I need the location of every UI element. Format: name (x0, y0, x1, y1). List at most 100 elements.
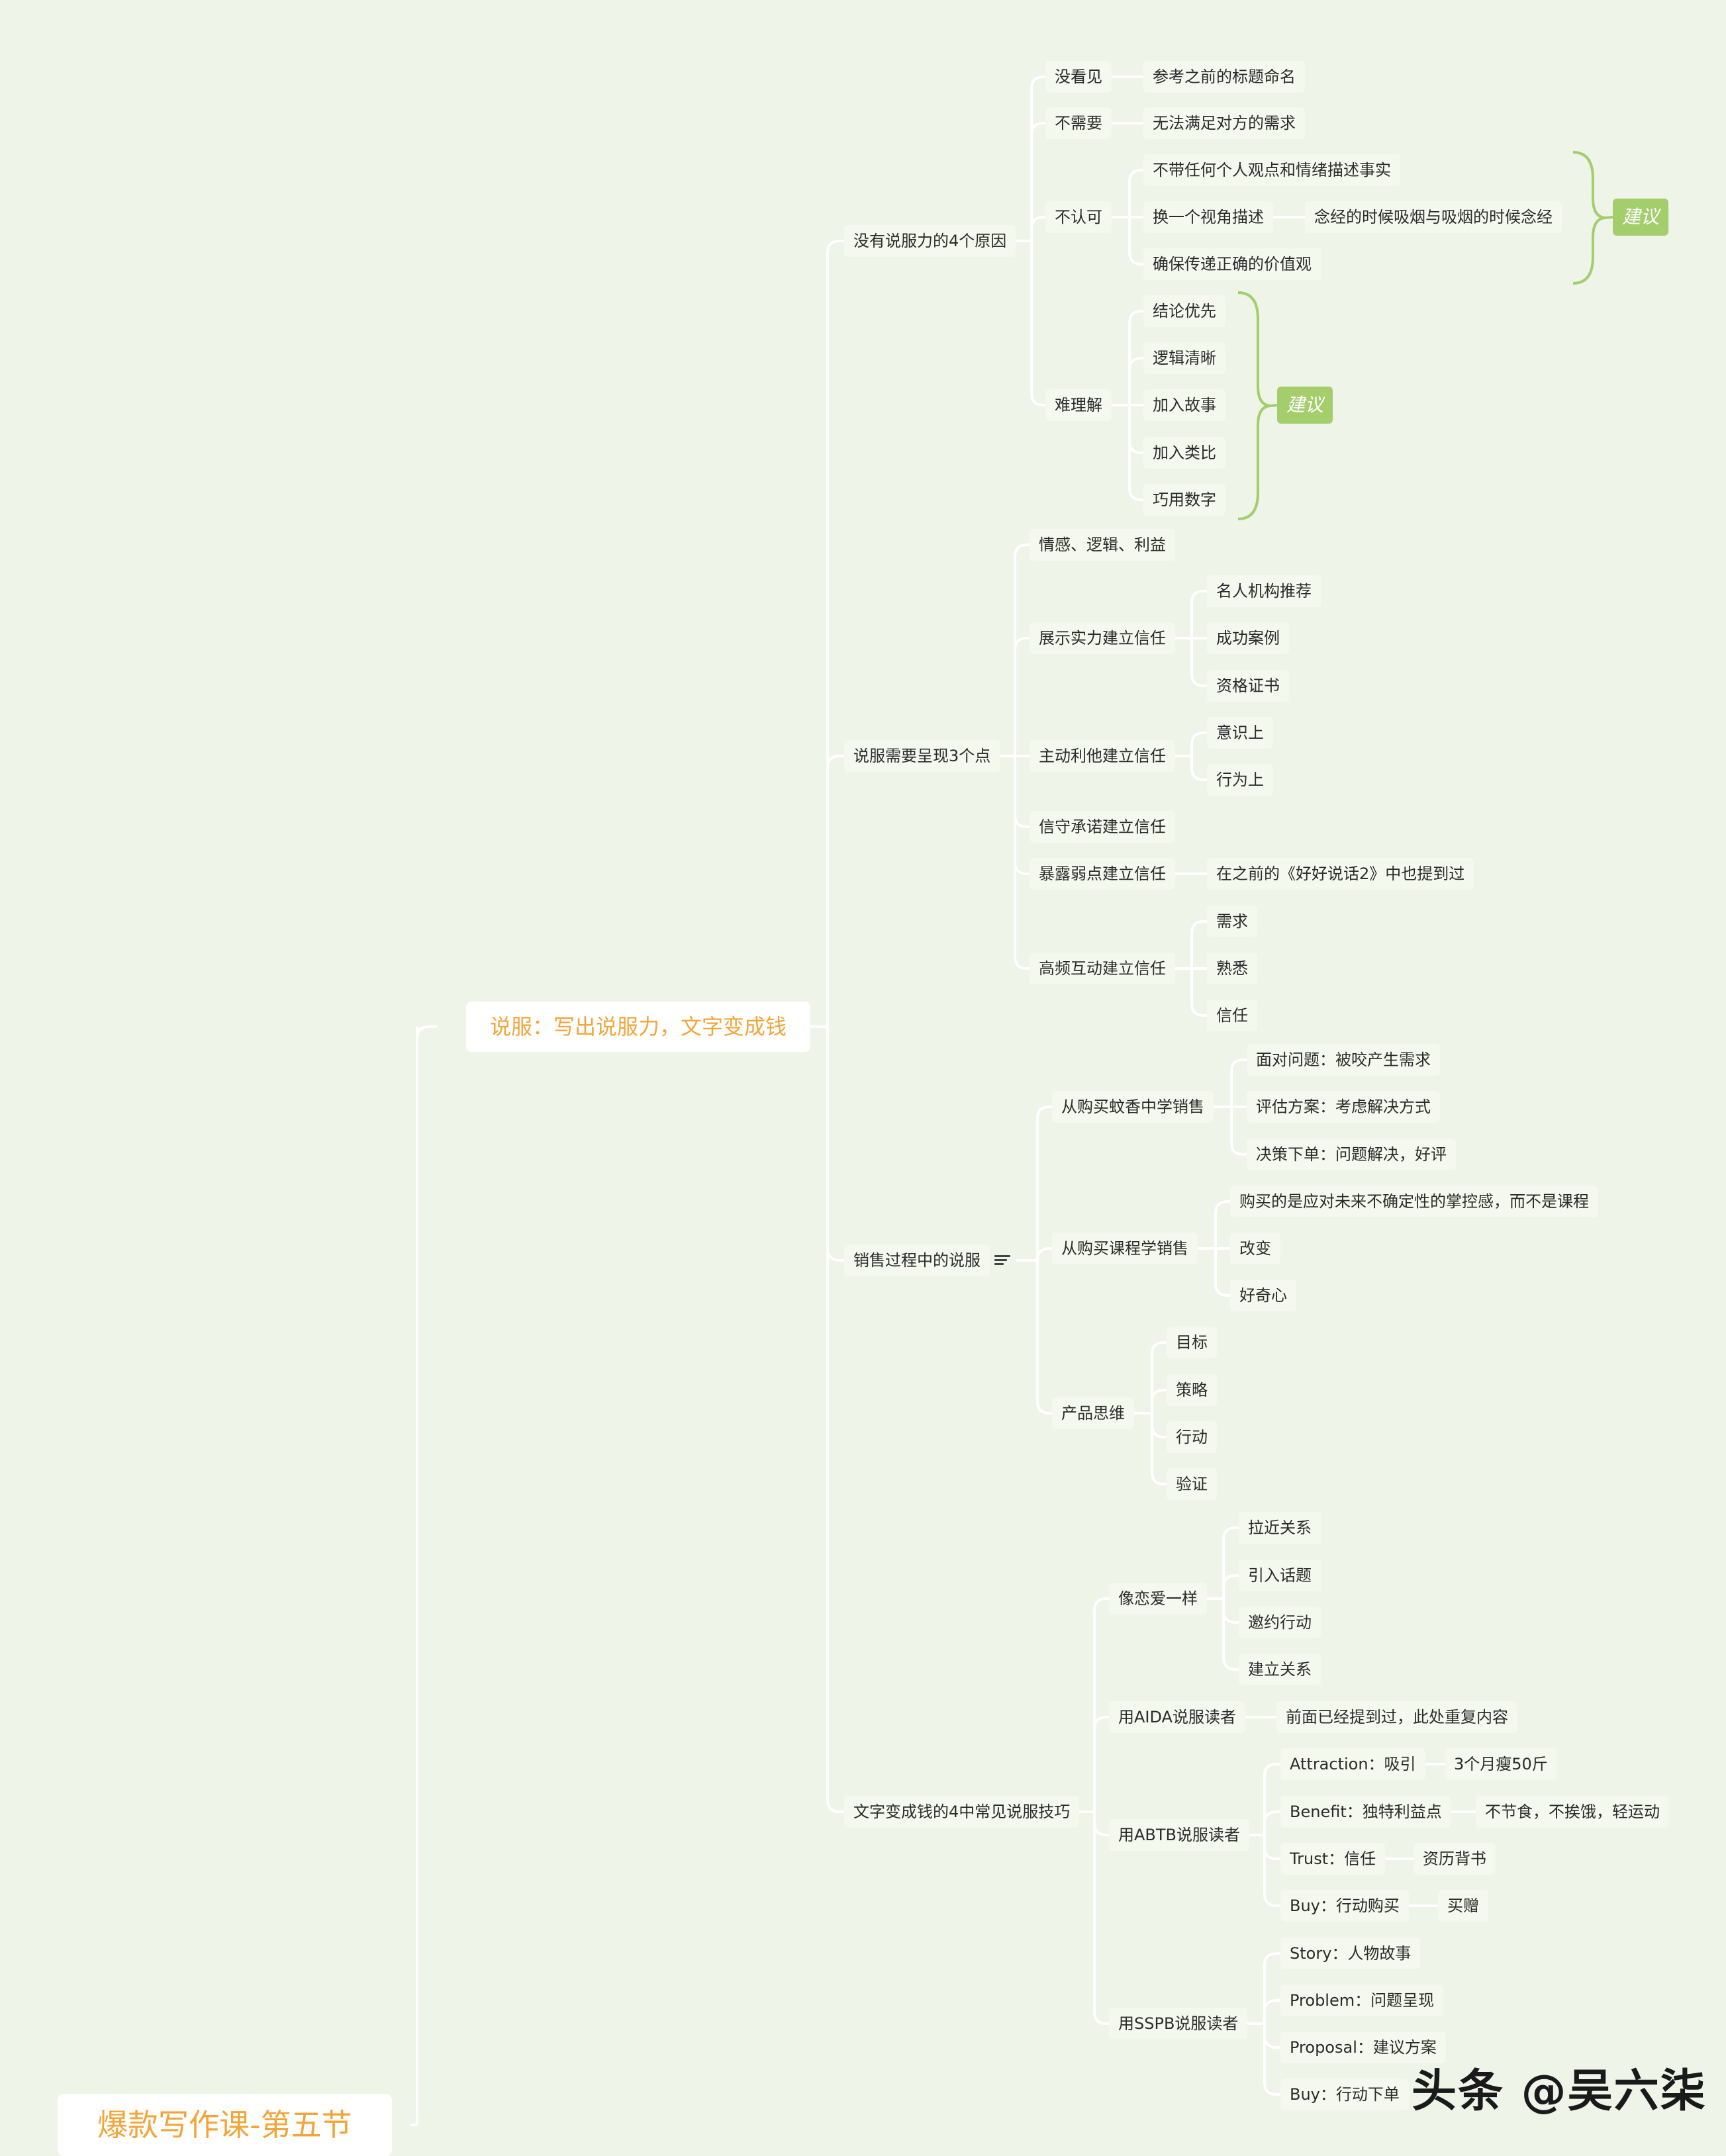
branch-techniques[interactable]: 文字变成钱的4中常见说服技巧 (844, 1796, 1080, 1828)
leaf-buy-sspb[interactable]: Buy：行动下单 (1280, 2079, 1409, 2110)
leaf-action[interactable]: 行动 (1167, 1421, 1217, 1453)
connector-branch (1036, 1105, 1057, 1119)
connector-branch (1151, 1472, 1172, 1485)
notes-icon[interactable] (994, 1255, 1010, 1266)
reason-hard-to-understand[interactable]: 难理解 (1045, 389, 1112, 421)
connector-branch (1128, 310, 1149, 324)
leaf-unmet-need[interactable]: 无法满足对方的需求 (1143, 107, 1305, 139)
suggestion-link (1606, 216, 1613, 219)
leaf-goal[interactable]: 目标 (1167, 1327, 1217, 1358)
leaf-change[interactable]: 改变 (1230, 1233, 1280, 1264)
reason-not-agreed[interactable]: 不认可 (1045, 201, 1112, 233)
leaf-in-mind[interactable]: 意识上 (1207, 717, 1273, 749)
leaf-face-problem[interactable]: 面对问题：被咬产生需求 (1247, 1044, 1440, 1076)
leaf-no-diet[interactable]: 不节食，不挨饿，轻运动 (1476, 1796, 1669, 1828)
connector-branch (1151, 1341, 1172, 1355)
leaf-title-naming[interactable]: 参考之前的标题命名 (1143, 61, 1305, 93)
suggestion-badge-2[interactable]: 建议 (1277, 387, 1333, 424)
leaf-smoking-example[interactable]: 念经的时候吸烟与吸烟的时候念经 (1305, 201, 1562, 233)
leaf-objective-facts[interactable]: 不带任何个人观点和情绪描述事实 (1143, 154, 1400, 186)
tech-like-dating[interactable]: 像恋爱一样 (1109, 1583, 1207, 1615)
leaf-story[interactable]: Story：人物故事 (1280, 1938, 1421, 1969)
connector-branch (1128, 252, 1149, 265)
suggestion-badge-1[interactable]: 建议 (1613, 199, 1669, 236)
leaf-buy-abtb[interactable]: Buy：行动购买 (1280, 1890, 1409, 1922)
point-keep-promise[interactable]: 信守承诺建立信任 (1030, 811, 1175, 843)
point-emotion-logic-benefit[interactable]: 情感、逻辑、利益 (1030, 529, 1175, 561)
leaf-success-cases[interactable]: 成功案例 (1207, 622, 1289, 654)
leaf-demand[interactable]: 需求 (1207, 906, 1257, 937)
suggestion-brace (1572, 151, 1607, 285)
leaf-book-reference[interactable]: 在之前的《好好说话2》中也提到过 (1207, 858, 1474, 890)
tech-abtb[interactable]: 用ABTB说服读者 (1109, 1819, 1250, 1851)
leaf-build-relation[interactable]: 建立关系 (1239, 1654, 1321, 1685)
suggestion-brace (1237, 291, 1272, 520)
connector-branch (1190, 590, 1212, 604)
point-show-strength[interactable]: 展示实力建立信任 (1030, 622, 1175, 654)
reason-not-needed[interactable]: 不需要 (1045, 107, 1112, 139)
branch-sales[interactable]: 销售过程中的说服 (844, 1244, 990, 1276)
leaf-credentials[interactable]: 资历背书 (1414, 1843, 1496, 1875)
connector-branch (1214, 1200, 1235, 1214)
leaf-conclusion-first[interactable]: 结论优先 (1143, 295, 1225, 327)
leaf-proposal[interactable]: Proposal：建议方案 (1280, 2032, 1446, 2063)
root-topic[interactable]: 爆款写作课-第五节 (58, 2094, 392, 2156)
point-frequent-interaction[interactable]: 高频互动建立信任 (1030, 953, 1175, 984)
connector-branch (1263, 1893, 1284, 1907)
leaf-benefit[interactable]: Benefit：独特利益点 (1280, 1796, 1451, 1828)
branch-three-points[interactable]: 说服需要呈现3个点 (844, 740, 1000, 772)
leaf-celebrity-endorse[interactable]: 名人机构推荐 (1207, 575, 1321, 607)
main-topic[interactable]: 说服：写出说服力，文字变成钱 (466, 1002, 811, 1052)
leaf-evaluate-plan[interactable]: 评估方案：考虑解决方式 (1247, 1091, 1440, 1123)
leaf-certificates[interactable]: 资格证书 (1207, 670, 1289, 702)
leaf-use-numbers[interactable]: 巧用数字 (1143, 484, 1225, 516)
leaf-change-view[interactable]: 换一个视角描述 (1143, 201, 1273, 233)
leaf-add-analogy[interactable]: 加入类比 (1143, 437, 1225, 469)
leaf-intro-topic[interactable]: 引入话题 (1239, 1560, 1321, 1591)
leaf-invite-action[interactable]: 邀约行动 (1239, 1607, 1321, 1638)
connector-branch (1263, 1952, 1284, 1966)
connector-branch (1030, 75, 1051, 89)
connector-branch (826, 240, 847, 254)
tech-aida[interactable]: 用AIDA说服读者 (1109, 1701, 1245, 1733)
leaf-problem[interactable]: Problem：问题呈现 (1280, 1985, 1444, 2016)
connector-branch (1036, 1401, 1057, 1415)
connector-branch (1093, 1597, 1114, 1611)
reason-not-seen[interactable]: 没看见 (1045, 61, 1112, 93)
sales-product-thinking[interactable]: 产品思维 (1052, 1397, 1134, 1429)
leaf-aida-repeat[interactable]: 前面已经提到过，此处重复内容 (1276, 1701, 1517, 1733)
leaf-get-close[interactable]: 拉近关系 (1239, 1512, 1321, 1544)
leaf-right-values[interactable]: 确保传递正确的价值观 (1143, 248, 1321, 280)
leaf-buy-gift[interactable]: 买赠 (1438, 1890, 1488, 1922)
leaf-sense-of-control[interactable]: 购买的是应对未来不确定性的掌控感，而不是课程 (1230, 1186, 1598, 1217)
leaf-strategy[interactable]: 策略 (1167, 1374, 1217, 1406)
point-altruism[interactable]: 主动利他建立信任 (1030, 740, 1175, 772)
leaf-verify[interactable]: 验证 (1167, 1468, 1217, 1500)
connector-branch (1263, 2082, 1284, 2096)
point-show-weakness[interactable]: 暴露弱点建立信任 (1030, 858, 1175, 890)
leaf-trust-abtb[interactable]: Trust：信任 (1280, 1843, 1386, 1875)
tech-sspb[interactable]: 用SSPB说服读者 (1109, 2008, 1248, 2039)
suggestion-link (1271, 404, 1278, 407)
sales-mosquito-coil[interactable]: 从购买蚊香中学销售 (1052, 1091, 1214, 1123)
connector-branch (1214, 1283, 1235, 1297)
leaf-add-story[interactable]: 加入故事 (1143, 389, 1225, 421)
connector-branch (1230, 1142, 1251, 1156)
leaf-lose-weight[interactable]: 3个月瘦50斤 (1445, 1748, 1557, 1780)
leaf-familiar[interactable]: 熟悉 (1207, 953, 1257, 984)
leaf-clear-logic[interactable]: 逻辑清晰 (1143, 342, 1225, 374)
leaf-curiosity[interactable]: 好奇心 (1230, 1280, 1296, 1311)
connector-branch (1190, 920, 1212, 934)
leaf-attraction[interactable]: Attraction：吸引 (1280, 1748, 1425, 1780)
leaf-trust[interactable]: 信任 (1207, 1000, 1257, 1031)
branch-reasons[interactable]: 没有说服力的4个原因 (844, 225, 1016, 257)
connector-branch (1128, 487, 1149, 501)
leaf-decide-order[interactable]: 决策下单：问题解决，好评 (1247, 1139, 1456, 1170)
connector-branch (1222, 1526, 1243, 1540)
sales-course[interactable]: 从购买课程学销售 (1052, 1233, 1198, 1264)
connector-branch (1222, 1657, 1243, 1671)
connector-branch (416, 1025, 437, 1039)
leaf-in-action[interactable]: 行为上 (1207, 764, 1273, 796)
connector-branch (1190, 673, 1212, 687)
